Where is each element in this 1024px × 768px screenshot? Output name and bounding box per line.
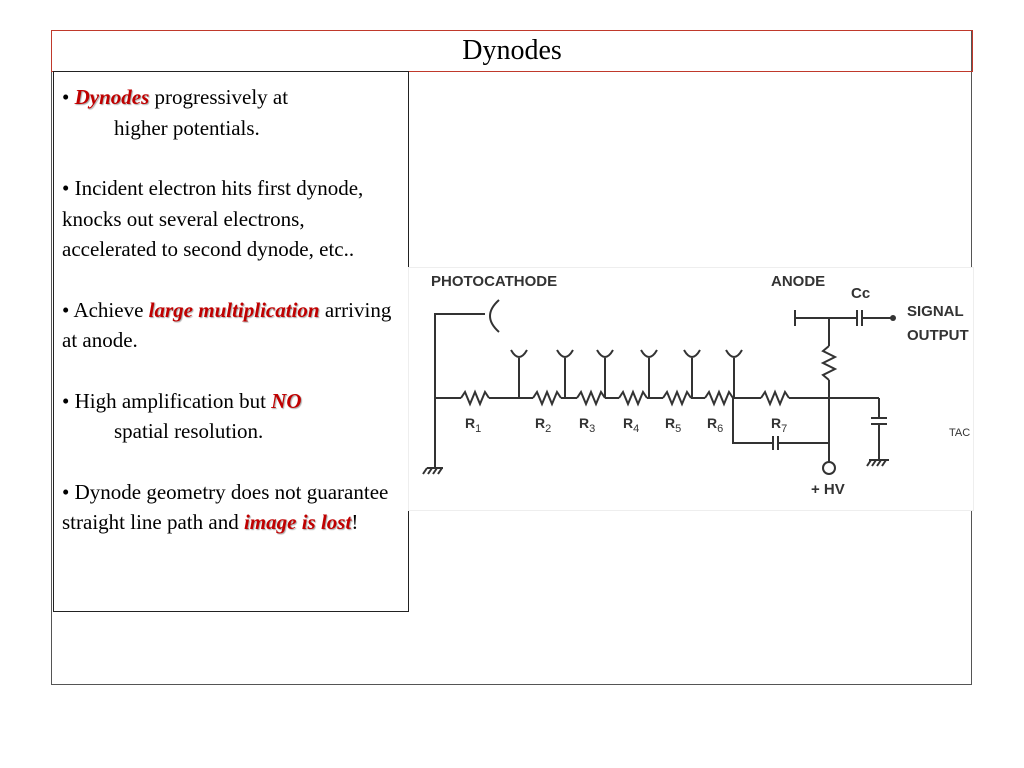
bullet-large-multiplication: • Achieve large multiplication arriving … [62, 295, 402, 356]
circuit-svg: PHOTOCATHODE ANODE Cc SIGNAL OUTPUT + HV… [422, 273, 970, 498]
bullet-text-end: ! [351, 510, 359, 534]
r7-label: R7 [771, 415, 787, 435]
bullet-text-box: • Dynodes progressively at higher potent… [53, 71, 409, 612]
hv-label: + HV [811, 481, 845, 498]
bullet-text-continued: higher potentials. [114, 115, 260, 140]
emphasis-no: NO [271, 388, 302, 413]
photocathode-lead [434, 313, 485, 468]
resistor-r3 [576, 389, 606, 407]
resistor-r2 [532, 389, 562, 407]
emphasis-image-lost: image is lost [243, 510, 352, 534]
pmt-circuit-diagram: PHOTOCATHODE ANODE Cc SIGNAL OUTPUT + HV… [408, 267, 974, 511]
slide-title: Dynodes [51, 30, 973, 72]
load-resistor [820, 345, 838, 381]
dynode-taps [510, 349, 743, 398]
cc-label: Cc [851, 285, 870, 302]
resistor-r7 [760, 389, 790, 407]
bullet-text: • Dynode geometry does not guarantee str… [62, 479, 389, 535]
r5-label: R5 [665, 415, 681, 435]
hv-terminal [822, 461, 836, 475]
bullet-text-continued: arriving at anode. [62, 297, 392, 353]
bullet-dynodes: • Dynodes progressively at higher potent… [62, 82, 402, 143]
bullet-text: • Achieve [62, 297, 149, 322]
output-dot [890, 315, 896, 321]
photocathode-arc [489, 299, 500, 333]
r1-label: R1 [465, 415, 481, 435]
r3-label: R3 [579, 415, 595, 435]
tac-label: TAC [949, 427, 970, 439]
resistor-r5 [662, 389, 692, 407]
r6-label: R6 [707, 415, 723, 435]
bullet-image-lost: • Dynode geometry does not guarantee str… [62, 477, 402, 538]
bullet-text: • High amplification but [62, 388, 272, 413]
emphasis-dynodes: Dynodes [74, 85, 150, 109]
r2-label: R2 [535, 415, 551, 435]
resistor-r4 [618, 389, 648, 407]
bullet-text: • Incident electron hits first dynode, k… [62, 176, 364, 261]
bullet-incident-electron: • Incident electron hits first dynode, k… [62, 173, 402, 265]
bullet-text: progressively at [149, 85, 289, 109]
resistor-r1 [460, 389, 490, 407]
bullet-no-spatial-resolution: • High amplification but NO spatial reso… [62, 386, 402, 447]
r4-label: R4 [623, 415, 639, 435]
emphasis-large-multiplication: large multiplication [148, 297, 320, 322]
bullet-marker: • [62, 85, 75, 109]
photocathode-label: PHOTOCATHODE [431, 273, 557, 290]
resistor-labels: R1 R2 R3 R4 R5 R6 R7 [465, 415, 787, 435]
bullet-text-continued: spatial resolution. [114, 419, 264, 443]
output-label: OUTPUT [907, 327, 969, 344]
anode-label: ANODE [771, 273, 825, 290]
resistor-r6 [704, 389, 734, 407]
signal-label: SIGNAL [907, 303, 964, 320]
